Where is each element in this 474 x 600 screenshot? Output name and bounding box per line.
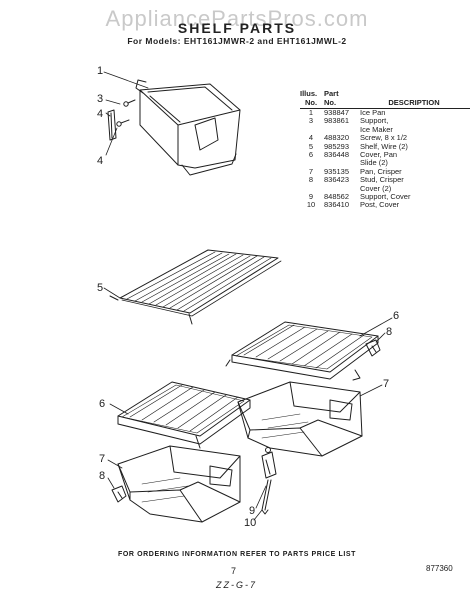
document-code: 877360 — [426, 564, 453, 573]
parts-row: 3 983861 Support, — [300, 116, 470, 126]
illus-number: 4 — [308, 133, 314, 143]
callout-8-left: 8 — [99, 470, 106, 482]
illus-number: 5 — [308, 141, 314, 151]
header-description: DESCRIPTION — [360, 99, 470, 109]
illus-number: 10 — [306, 200, 316, 210]
callout-6-left: 6 — [99, 398, 106, 410]
callout-9: 9 — [249, 505, 256, 517]
part-description: Pan, Crisper — [360, 166, 402, 176]
parts-row: 4 488320 Screw, 8 x 1/2 — [300, 133, 470, 143]
cover-support-and-post-drawing — [261, 447, 277, 515]
callout-8-right: 8 — [386, 326, 393, 338]
watermark: AppliancePartsPros.com — [105, 6, 369, 31]
page-code: ZZ-G-7 — [216, 580, 257, 590]
parts-row: 10 836410 Post, Cover — [300, 200, 470, 210]
header-part-no-1: Part — [324, 89, 339, 98]
part-description: Ice Pan — [360, 108, 386, 117]
callout-7-left: 7 — [99, 453, 106, 465]
parts-row: 7 935135 Pan, Crisper — [300, 166, 470, 176]
right-pan-cover-drawing — [225, 321, 379, 381]
callout-6-right: 6 — [393, 310, 400, 322]
part-number: 938847 — [324, 108, 350, 117]
part-description: Slide (2) — [360, 158, 388, 168]
part-description: Support, — [360, 116, 389, 126]
part-number: 836448 — [324, 150, 350, 160]
part-number: 848562 — [324, 192, 350, 202]
illus-number: 9 — [308, 192, 314, 202]
parts-row: Ice Maker — [300, 124, 470, 134]
header-part-no-2: No. — [324, 99, 360, 109]
part-number: 836410 — [324, 200, 350, 210]
parts-row: 8 836423 Stud, Crisper — [300, 175, 470, 185]
left-crisper-pan-drawing — [117, 445, 241, 523]
callout-1: 1 — [97, 65, 104, 77]
illus-number: 7 — [308, 166, 314, 176]
page-number: 7 — [231, 566, 237, 576]
part-number: 983861 — [324, 116, 350, 126]
parts-row: 6 836448 Cover, Pan — [300, 150, 470, 160]
part-number: 836423 — [324, 175, 350, 185]
header-illus-no-2: No. — [300, 99, 324, 109]
page-title: SHELF PARTS — [177, 20, 297, 36]
part-description: Stud, Crisper — [360, 175, 404, 185]
ice-pan-drawing — [135, 79, 241, 176]
parts-row: 1 938847 Ice Pan — [300, 108, 470, 118]
left-pan-cover-drawing — [117, 381, 251, 449]
model-subtitle: For Models: EHT161JMWR-2 and EHT161JMWL-… — [127, 36, 347, 46]
callout-leaders-top — [103, 71, 149, 156]
part-description: Post, Cover — [360, 200, 400, 210]
left-crisper-stud-drawing — [111, 485, 127, 503]
callout-3: 3 — [97, 93, 104, 105]
part-number: 985293 — [324, 141, 350, 151]
part-number: 935135 — [324, 166, 350, 176]
ordering-note: FOR ORDERING INFORMATION REFER TO PARTS … — [117, 551, 357, 558]
callout-4-upper: 4 — [97, 108, 104, 120]
illus-number: 8 — [308, 175, 314, 185]
callout-4-lower: 4 — [97, 155, 104, 167]
part-description: Cover, Pan — [360, 150, 398, 160]
callout-5: 5 — [97, 282, 104, 294]
parts-row: 9 848562 Support, Cover — [300, 192, 470, 202]
right-crisper-stud-drawing — [365, 339, 381, 357]
illus-number: 1 — [308, 108, 314, 117]
callout-10: 10 — [244, 517, 257, 529]
callout-7-right: 7 — [383, 378, 390, 390]
part-number: 488320 — [324, 133, 350, 143]
part-description: Screw, 8 x 1/2 — [360, 133, 408, 143]
ice-maker-support-drawing — [107, 99, 136, 141]
callout-leaders-lower — [107, 317, 393, 521]
header-illus-no-1: Illus. — [300, 89, 318, 98]
illus-number: 6 — [308, 150, 314, 160]
parts-row: Slide (2) — [300, 158, 470, 168]
part-description: Shelf, Wire (2) — [360, 141, 408, 151]
parts-row: 5 985293 Shelf, Wire (2) — [300, 141, 470, 151]
illus-number: 3 — [308, 116, 314, 126]
wire-shelf-drawing — [103, 249, 282, 325]
parts-row: Cover (2) — [300, 183, 470, 193]
part-description: Cover (2) — [360, 183, 392, 193]
right-crisper-pan-drawing — [237, 381, 363, 457]
part-description: Support, Cover — [360, 192, 411, 202]
part-description: Ice Maker — [360, 124, 393, 134]
